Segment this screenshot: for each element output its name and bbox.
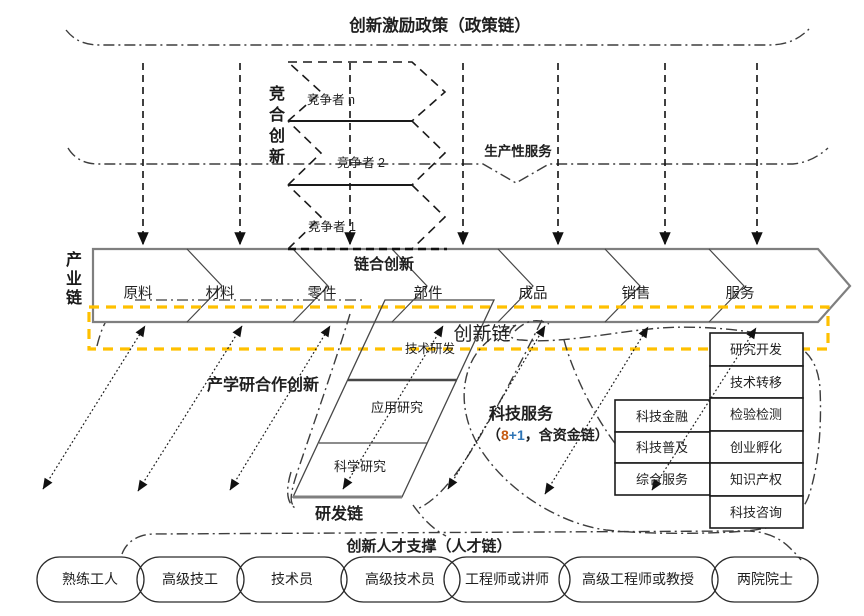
sub-prefix: （ bbox=[487, 427, 501, 443]
service-box-label: 科技普及 bbox=[636, 440, 688, 455]
rd-level-label: 科学研究 bbox=[334, 459, 386, 474]
chain-separator-3 bbox=[391, 248, 428, 323]
rd-level-label: 应用研究 bbox=[371, 400, 423, 415]
chain-segment-label: 原料 bbox=[124, 285, 153, 302]
tech-services-subtitle: （8+1，含资金链） bbox=[487, 427, 609, 443]
talent-item-label: 技术员 bbox=[271, 571, 313, 587]
talent-stadium-1 bbox=[36, 556, 145, 603]
sub-blue: +1 bbox=[509, 427, 525, 443]
chain-separator-1 bbox=[186, 248, 223, 323]
rd-chain-label: 研发链 bbox=[315, 504, 364, 523]
productive-services-label: 生产性服务 bbox=[484, 143, 552, 159]
iur-arrow-7 bbox=[651, 327, 757, 491]
competitor-n-label: 竞争者 n bbox=[307, 93, 355, 107]
chain-segment-label: 部件 bbox=[414, 285, 443, 302]
chain-segment-label: 零件 bbox=[308, 285, 337, 302]
productive-services-layer-line bbox=[67, 147, 829, 184]
rd-level-label: 技术研发 bbox=[405, 341, 456, 356]
chain-separator-4 bbox=[497, 248, 534, 323]
diagram-title: 创新激励政策（政策链） bbox=[348, 15, 531, 35]
chain-separator-5 bbox=[604, 248, 641, 323]
industry-chain-vertical-label: 产业链 bbox=[63, 251, 80, 308]
service-box-label: 创业孵化 bbox=[730, 440, 782, 455]
iur-arrow-6 bbox=[544, 326, 649, 495]
talent-stadium-4 bbox=[340, 556, 461, 603]
service-box-label: 科技金融 bbox=[636, 409, 688, 424]
chain-segment-label: 服务 bbox=[726, 285, 755, 302]
sub-orange: 8 bbox=[501, 427, 509, 443]
talent-item-label: 两院院士 bbox=[737, 571, 793, 587]
chain-separator-2 bbox=[292, 248, 329, 323]
talent-support-label: 创新人才支撑（人才链） bbox=[345, 537, 511, 555]
service-box-label: 知识产权 bbox=[730, 472, 782, 487]
coopetition-innovation-vertical-label: 竞合创新 bbox=[266, 85, 283, 169]
sub-suffix: ，含资金链） bbox=[525, 427, 609, 443]
iur-innovation-label: 产学研合作创新 bbox=[207, 375, 319, 394]
talent-stadium-3 bbox=[236, 556, 348, 603]
talent-item-label: 高级技术员 bbox=[365, 571, 435, 587]
service-box-label: 检验检测 bbox=[730, 407, 782, 422]
competitor-band-1 bbox=[287, 184, 447, 250]
talent-stadium-5 bbox=[443, 556, 571, 603]
talent-item-label: 高级工程师或教授 bbox=[582, 571, 694, 587]
talent-stadium-6 bbox=[558, 556, 719, 603]
chain-segment-label: 销售 bbox=[622, 285, 651, 302]
talent-layer-line bbox=[121, 530, 802, 561]
rd-oval-tail bbox=[412, 504, 447, 537]
talent-item-label: 高级技工 bbox=[162, 571, 218, 587]
competitor-2-label: 竞争者 2 bbox=[337, 156, 385, 170]
service-box-label: 综合服务 bbox=[636, 472, 688, 487]
rd-oval-left bbox=[290, 313, 351, 506]
talent-item-label: 工程师或讲师 bbox=[465, 571, 549, 587]
competitor-band-2 bbox=[287, 120, 447, 186]
iur-arrow-2 bbox=[137, 325, 243, 492]
service-box-label: 技术转移 bbox=[730, 375, 782, 390]
policy-layer-line bbox=[65, 28, 810, 46]
innovation-chain-label: 创新链 bbox=[453, 323, 510, 345]
box-keji-zixun bbox=[709, 495, 804, 529]
chain-separator-6 bbox=[708, 248, 745, 323]
industry-chain-band bbox=[91, 247, 852, 324]
talent-item-label: 熟练工人 bbox=[62, 571, 118, 587]
iur-arrow-3 bbox=[229, 325, 331, 491]
talent-stadium-7 bbox=[711, 556, 819, 603]
service-box-label: 研究开发 bbox=[730, 342, 782, 357]
competitor-band-n bbox=[287, 61, 447, 122]
iur-arrow-1 bbox=[42, 325, 146, 490]
service-box-label: 科技咨询 bbox=[730, 505, 782, 520]
competitor-1-label: 竞争者 1 bbox=[308, 220, 356, 234]
chain-segment-label: 材料 bbox=[206, 285, 235, 302]
tech-services-title: 科技服务 bbox=[489, 404, 554, 423]
talent-stadium-2 bbox=[136, 556, 245, 603]
chain-innovation-label: 链合创新 bbox=[354, 255, 414, 273]
chain-segment-label: 成品 bbox=[519, 285, 548, 302]
